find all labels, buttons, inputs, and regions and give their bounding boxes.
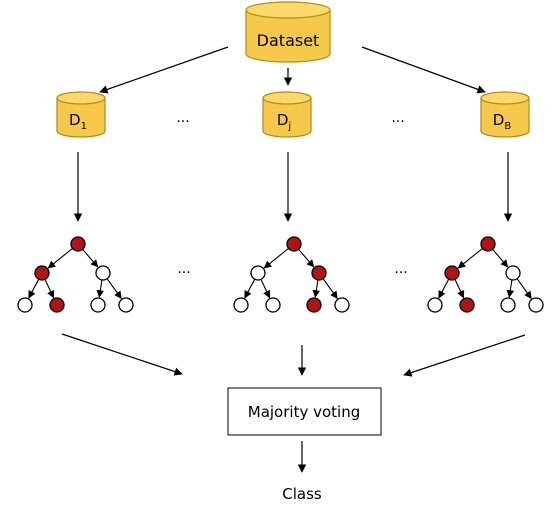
subset-cylinder-b: DB bbox=[480, 91, 530, 138]
majority-voting-label: Majority voting bbox=[248, 403, 360, 421]
tree-edge bbox=[298, 248, 315, 268]
tree-node-selected bbox=[286, 236, 302, 252]
subset-label-b: DB bbox=[493, 111, 512, 132]
tree-node-selected bbox=[444, 265, 460, 281]
tree-node bbox=[528, 297, 544, 313]
tree-edge bbox=[263, 247, 289, 269]
decision-tree-1 bbox=[17, 236, 134, 313]
arrow-treeb-to-voting bbox=[403, 334, 526, 377]
tree-edge bbox=[454, 279, 465, 299]
subset-label-1: D1 bbox=[69, 111, 87, 132]
tree-edge bbox=[82, 248, 99, 268]
tree-node bbox=[500, 297, 516, 313]
arrow-tree1-to-voting bbox=[61, 333, 183, 376]
tree-edge bbox=[457, 247, 483, 269]
tree-edge bbox=[312, 279, 321, 298]
tree-node bbox=[334, 297, 350, 313]
tree-node bbox=[250, 265, 266, 281]
decision-tree-j bbox=[233, 236, 350, 313]
majority-voting-box: Majority voting bbox=[227, 387, 382, 436]
tree-node-selected bbox=[311, 265, 327, 281]
tree-edge bbox=[438, 278, 450, 299]
tree-edge bbox=[506, 279, 515, 298]
tree-edge bbox=[322, 278, 338, 300]
tree-node bbox=[95, 265, 111, 281]
tree-edge bbox=[96, 279, 105, 298]
tree-node bbox=[505, 265, 521, 281]
tree-node-selected bbox=[70, 236, 86, 252]
ellipsis-trees-left: ... bbox=[177, 261, 190, 277]
tree-node-selected bbox=[306, 297, 322, 313]
tree-node bbox=[90, 297, 106, 313]
tree-node bbox=[427, 297, 443, 313]
tree-edge bbox=[44, 279, 55, 299]
dataset-cylinder: Dataset bbox=[245, 1, 331, 63]
decision-tree-b bbox=[427, 236, 544, 313]
tree-node-selected bbox=[49, 297, 65, 313]
tree-edge bbox=[47, 247, 73, 269]
tree-edge bbox=[106, 278, 122, 300]
tree-node bbox=[233, 297, 249, 313]
class-output-label: Class bbox=[282, 485, 322, 503]
dataset-label: Dataset bbox=[257, 31, 320, 50]
subset-cylinder-j: Dj bbox=[262, 91, 312, 138]
tree-edge bbox=[28, 278, 40, 299]
subset-cylinder-1: D1 bbox=[56, 91, 106, 138]
arrow-dataset-to-db bbox=[361, 46, 486, 94]
tree-edge bbox=[244, 278, 256, 299]
ellipsis-subsets-left: ... bbox=[176, 110, 189, 126]
tree-edge bbox=[492, 248, 509, 268]
tree-edge bbox=[516, 278, 532, 300]
tree-node-selected bbox=[459, 297, 475, 313]
tree-node-selected bbox=[34, 265, 50, 281]
arrow-dataset-to-d1 bbox=[99, 46, 229, 94]
subset-label-j: Dj bbox=[277, 111, 291, 132]
ellipsis-subsets-right: ... bbox=[391, 110, 404, 126]
ellipsis-trees-right: ... bbox=[394, 261, 407, 277]
tree-node bbox=[17, 297, 33, 313]
tree-edge bbox=[260, 279, 271, 299]
tree-node bbox=[118, 297, 134, 313]
tree-node-selected bbox=[480, 236, 496, 252]
tree-node bbox=[265, 297, 281, 313]
